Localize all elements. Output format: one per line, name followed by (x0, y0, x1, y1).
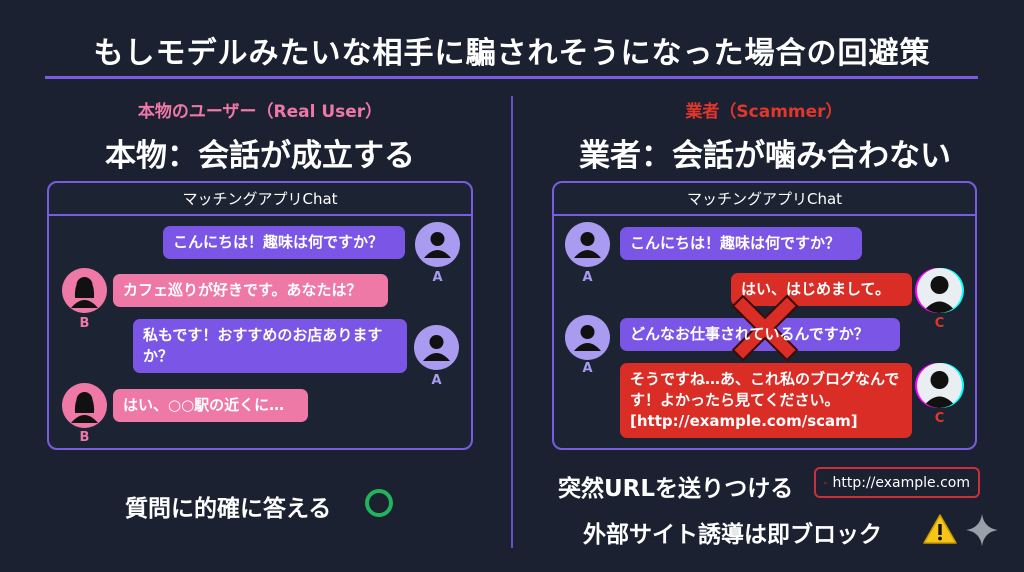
title-underline (45, 76, 978, 79)
warning-icon (923, 514, 957, 544)
blocked-url-badge: http://example.com (814, 467, 980, 498)
blocked-url-text: http://example.com (832, 474, 971, 491)
sparkle-icon (966, 514, 998, 546)
scammer-heading: 業者：会話が噛み合わない (579, 138, 951, 174)
page-title: もしモデルみたいな相手に騙されそうになった場合の回避策 (93, 36, 931, 71)
chat-bubble-a: こんにちは！趣味は何ですか？ (163, 226, 405, 259)
chat-bubble-c: はい、はじめまして。 (731, 273, 912, 306)
chat-bubble-text: はい、○○駅の近くに… (123, 396, 285, 414)
chat-bubble-text: そうですね…あ、これ私のブログなんです！よかったら見てください。[http://… (630, 370, 900, 430)
avatar-a-icon (414, 325, 459, 370)
sender-label-a: A (582, 361, 593, 376)
real-user-label: 本物のユーザー（Real User） (137, 102, 383, 122)
chat-bubble-b: カフェ巡りが好きです。あなたは？ (113, 274, 388, 307)
scammer-footer-url: 突然URLを送りつける (558, 476, 794, 502)
prohibited-icon (824, 481, 827, 484)
chat-bubble-c: そうですね…あ、これ私のブログなんです！よかったら見てください。[http://… (620, 363, 912, 438)
sender-label-b: B (79, 430, 90, 445)
sender-label-a: A (431, 373, 442, 388)
sender-label-c: C (934, 316, 945, 331)
chat-bubble-a: こんにちは！趣味は何ですか？ (620, 227, 862, 260)
avatar-a-icon (565, 315, 610, 360)
chat-bubble-a: 私もです！おすすめのお店ありますか？ (133, 319, 407, 373)
real-user-footer: 質問に的確に答える (125, 496, 332, 522)
check-circle-icon (365, 489, 393, 517)
chat-bubble-text: こんにちは！趣味は何ですか？ (173, 233, 384, 251)
chat-bubble-text: どんなお仕事されているんですか？ (630, 325, 869, 343)
cross-mark-icon (731, 294, 799, 362)
avatar-a-icon (565, 222, 610, 267)
chat-bubble-b: はい、○○駅の近くに… (113, 389, 308, 422)
sender-label-a: A (432, 270, 443, 285)
avatar-b-icon (62, 268, 107, 313)
chat-title: マッチングアプリChat (554, 183, 975, 216)
scammer-label: 業者（Scammer） (685, 102, 843, 122)
avatar-a-icon (415, 222, 460, 267)
real-user-heading: 本物：会話が成立する (105, 138, 415, 174)
avatar-c-icon (917, 268, 962, 313)
avatar-b-icon (62, 383, 107, 428)
chat-title: マッチングアプリChat (49, 183, 471, 216)
avatar-c-icon (917, 363, 962, 408)
scammer-footer-block: 外部サイト誘導は即ブロック (583, 522, 882, 548)
chat-bubble-text: こんにちは！趣味は何ですか？ (630, 234, 841, 252)
chat-bubble-text: カフェ巡りが好きです。あなたは？ (123, 281, 362, 299)
column-divider (511, 96, 513, 548)
sender-label-b: B (79, 316, 90, 331)
chat-bubble-text: 私もです！おすすめのお店ありますか？ (143, 326, 383, 365)
sender-label-c: C (934, 411, 945, 426)
chat-bubble-text: はい、はじめまして。 (741, 280, 891, 298)
sender-label-a: A (582, 270, 593, 285)
